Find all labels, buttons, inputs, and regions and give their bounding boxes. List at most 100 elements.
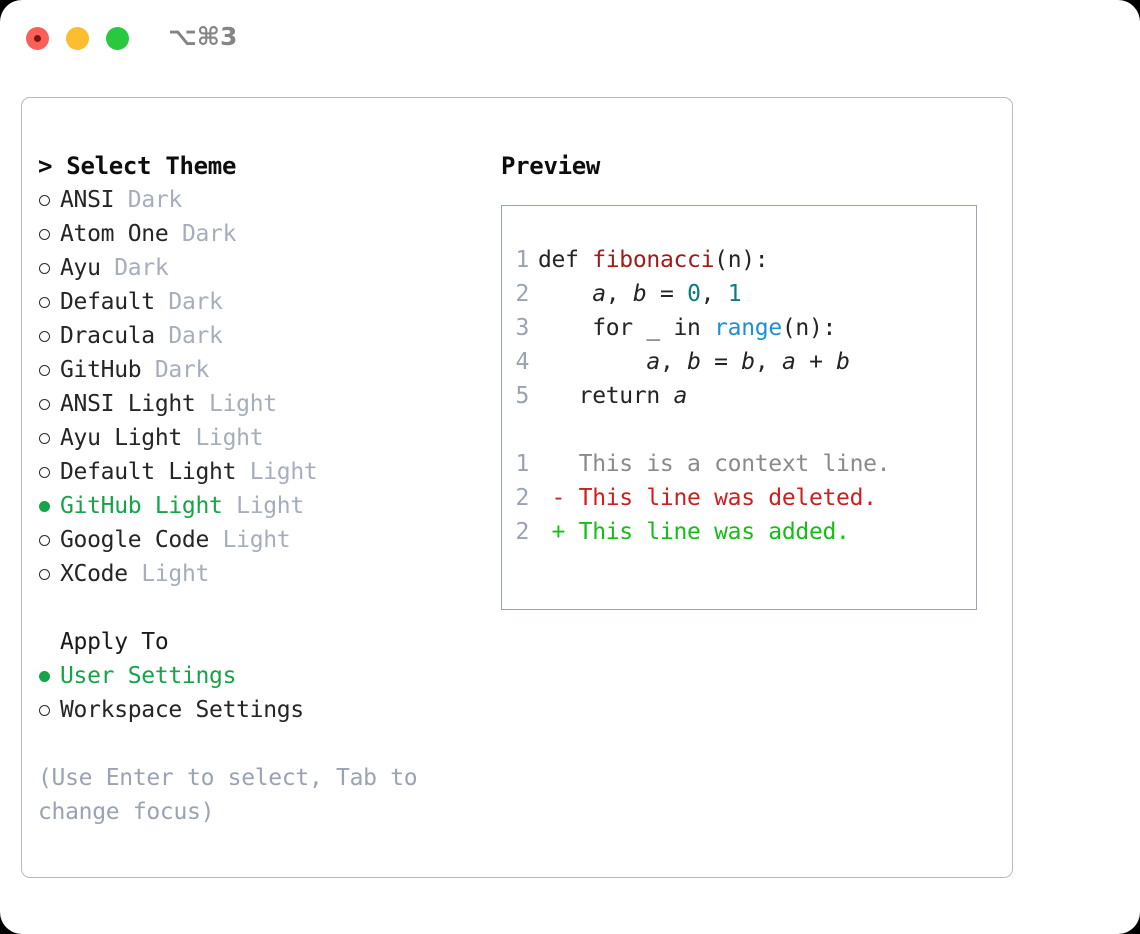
theme-option-ansi[interactable]: ANSI Dark bbox=[38, 183, 468, 217]
theme-option-label: GitHub bbox=[60, 357, 142, 383]
code-token: = bbox=[700, 349, 742, 375]
code-token: 0 bbox=[687, 281, 701, 307]
theme-option-dracula[interactable]: Dracula Dark bbox=[38, 319, 468, 353]
code-line-content: a, b = 0, 1 bbox=[538, 277, 741, 311]
radio-selected-icon bbox=[38, 659, 60, 693]
code-line: 4 a, b = b, a + b bbox=[502, 345, 976, 379]
theme-option-kind: Dark bbox=[154, 357, 210, 383]
radio-unselected-icon bbox=[38, 455, 60, 489]
label-spacer bbox=[141, 353, 155, 387]
theme-option-xcode[interactable]: XCode Light bbox=[38, 557, 468, 591]
diff-line-number: 2 bbox=[515, 519, 529, 545]
radio-unselected-icon bbox=[38, 421, 60, 455]
theme-option-default[interactable]: Default Dark bbox=[38, 285, 468, 319]
apply-to-option-user-settings[interactable]: User Settings bbox=[38, 659, 468, 693]
minimize-window-button[interactable] bbox=[66, 27, 89, 50]
close-window-button[interactable] bbox=[26, 27, 49, 50]
theme-option-label: Atom One bbox=[60, 221, 169, 247]
theme-option-label: GitHub Light bbox=[60, 493, 223, 519]
diff-line: 1 This is a context line. bbox=[502, 447, 976, 481]
code-token: b bbox=[632, 281, 647, 307]
diff-line-content: - This line was deleted. bbox=[538, 485, 877, 511]
code-line-content: return a bbox=[538, 379, 688, 413]
diff-line-content: This is a context line. bbox=[538, 451, 891, 477]
theme-option-default-light[interactable]: Default Light Light bbox=[38, 455, 468, 489]
label-spacer bbox=[128, 557, 142, 591]
radio-unselected-icon bbox=[38, 523, 60, 557]
keyboard-shortcut-label: ⌥⌘3 bbox=[168, 22, 238, 51]
radio-unselected-icon bbox=[38, 183, 60, 217]
theme-option-kind: Light bbox=[209, 391, 277, 417]
diff-sample: 1 This is a context line.2 - This line w… bbox=[502, 447, 976, 549]
theme-option-ayu-light[interactable]: Ayu Light Light bbox=[38, 421, 468, 455]
code-token: , bbox=[659, 349, 688, 375]
title-bar: ⌥⌘3 bbox=[0, 0, 1140, 78]
radio-unselected-icon bbox=[38, 285, 60, 319]
diff-line: 2 + This line was added. bbox=[502, 515, 976, 549]
code-line: 5 return a bbox=[502, 379, 976, 413]
radio-unselected-icon bbox=[38, 353, 60, 387]
code-line-number: 1 bbox=[515, 247, 529, 273]
radio-unselected-icon bbox=[38, 693, 60, 727]
theme-option-kind: Dark bbox=[168, 289, 223, 315]
radio-unselected-icon bbox=[38, 557, 60, 591]
radio-selected-icon bbox=[38, 489, 60, 523]
theme-option-ansi-light[interactable]: ANSI Light Light bbox=[38, 387, 468, 421]
code-line-number: 4 bbox=[515, 349, 529, 375]
code-token: 1 bbox=[727, 281, 742, 307]
code-token: for _ in bbox=[538, 315, 715, 341]
radio-unselected-icon bbox=[38, 387, 60, 421]
diff-line-number: 2 bbox=[515, 485, 529, 511]
maximize-window-button[interactable] bbox=[106, 27, 129, 50]
label-spacer bbox=[155, 319, 169, 353]
apply-to-option-workspace-settings[interactable]: Workspace Settings bbox=[38, 693, 468, 727]
theme-option-github[interactable]: GitHub Dark bbox=[38, 353, 468, 387]
code-token: , bbox=[605, 281, 633, 307]
label-spacer bbox=[236, 455, 250, 489]
code-token: range bbox=[714, 315, 782, 341]
code-line: 1 def fibonacci(n): bbox=[502, 243, 976, 277]
theme-option-kind: Light bbox=[249, 459, 318, 485]
code-token: b bbox=[836, 349, 850, 375]
theme-option-kind: Light bbox=[222, 527, 291, 553]
code-token bbox=[538, 281, 592, 307]
theme-option-kind: Dark bbox=[168, 323, 223, 349]
code-line-number: 3 bbox=[515, 315, 529, 341]
radio-unselected-icon bbox=[38, 251, 60, 285]
theme-option-google-code[interactable]: Google Code Light bbox=[38, 523, 468, 557]
apply-to-heading: Apply To bbox=[60, 629, 169, 655]
theme-option-ayu[interactable]: Ayu Dark bbox=[38, 251, 468, 285]
code-token: (n): bbox=[714, 247, 769, 273]
code-token: a bbox=[781, 349, 796, 375]
code-line: 3 for _ in range(n): bbox=[502, 311, 976, 345]
radio-unselected-icon bbox=[38, 217, 60, 251]
theme-option-kind: Light bbox=[236, 493, 304, 519]
label-spacer bbox=[155, 285, 169, 319]
code-line: 2 a, b = 0, 1 bbox=[502, 277, 976, 311]
code-line-number: 5 bbox=[515, 383, 529, 409]
diff-line-number: 1 bbox=[515, 451, 529, 477]
code-token bbox=[538, 349, 646, 375]
code-token: = bbox=[646, 281, 688, 307]
theme-option-kind: Light bbox=[141, 561, 210, 587]
code-line-number: 2 bbox=[515, 281, 529, 307]
apply-to-option-label: User Settings bbox=[60, 663, 237, 689]
code-token: return bbox=[538, 383, 674, 409]
label-spacer bbox=[168, 217, 182, 251]
code-token: fibonacci bbox=[592, 247, 715, 273]
theme-option-atom-one[interactable]: Atom One Dark bbox=[38, 217, 468, 251]
code-line-content: def fibonacci(n): bbox=[538, 243, 769, 277]
diff-line: 2 - This line was deleted. bbox=[502, 481, 976, 515]
code-token: a bbox=[646, 349, 660, 375]
theme-option-label: XCode bbox=[60, 561, 128, 587]
code-token: a bbox=[592, 281, 606, 307]
label-spacer bbox=[182, 421, 196, 455]
preview-heading: Preview bbox=[501, 152, 601, 180]
code-line-content: a, b = b, a + b bbox=[538, 345, 850, 379]
theme-option-github-light[interactable]: GitHub Light Light bbox=[38, 489, 468, 523]
